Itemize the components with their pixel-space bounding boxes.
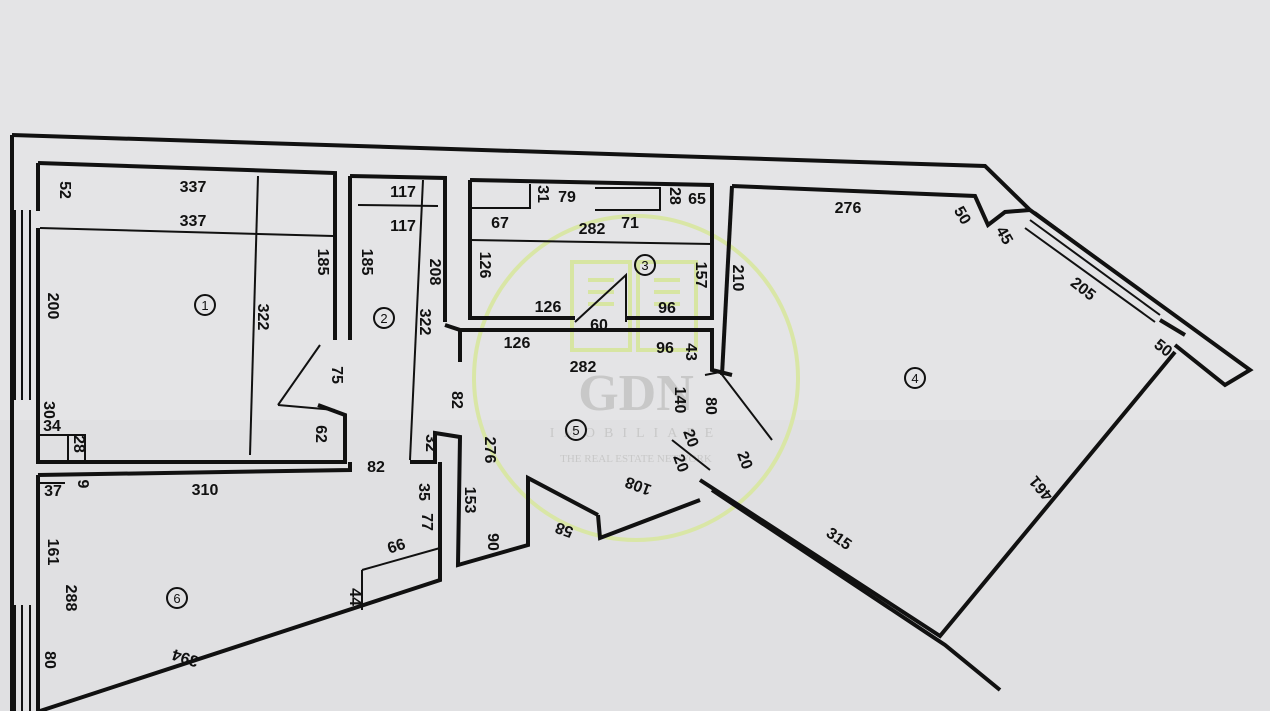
dim: 126 bbox=[504, 335, 531, 352]
dim: 82 bbox=[448, 391, 465, 409]
dim: 96 bbox=[656, 340, 674, 357]
dim: 71 bbox=[621, 215, 639, 232]
dim: 45 bbox=[992, 224, 1016, 248]
room-4-label: 4 bbox=[904, 367, 926, 389]
svg-text:5: 5 bbox=[572, 423, 579, 438]
dim: 337 bbox=[180, 179, 207, 196]
room-2-walls bbox=[348, 174, 447, 461]
dim: 43 bbox=[682, 343, 699, 361]
dim: 126 bbox=[476, 252, 493, 279]
windows bbox=[14, 210, 1166, 711]
dim: 288 bbox=[62, 585, 79, 612]
dim: 58 bbox=[553, 518, 576, 540]
dim: 20 bbox=[669, 452, 691, 475]
dim: 90 bbox=[484, 533, 501, 551]
dim: 157 bbox=[692, 262, 709, 289]
dim: 28 bbox=[70, 435, 87, 453]
room-6-label: 6 bbox=[166, 587, 188, 609]
watermark-brand: GDN bbox=[578, 365, 694, 422]
room-3-walls bbox=[468, 178, 714, 323]
dim: 337 bbox=[180, 213, 207, 230]
dim: 30 bbox=[40, 401, 57, 419]
dim: 82 bbox=[367, 459, 385, 476]
dim: 322 bbox=[416, 309, 433, 336]
dim: 20 bbox=[733, 449, 755, 472]
watermark-logo: GDN IMOBILIARE THE REAL ESTATE NETWORK bbox=[472, 214, 800, 542]
dim: 44 bbox=[346, 588, 363, 606]
room-5-label: 5 bbox=[565, 419, 587, 441]
dim: 208 bbox=[426, 259, 443, 286]
dim: 185 bbox=[358, 249, 375, 276]
dim: 20 bbox=[679, 427, 701, 450]
dim: 32 bbox=[422, 434, 439, 452]
svg-text:3: 3 bbox=[641, 258, 648, 273]
room-5-walls bbox=[410, 323, 773, 568]
dim: 153 bbox=[461, 487, 478, 514]
dim: 37 bbox=[44, 483, 62, 500]
svg-text:6: 6 bbox=[173, 591, 180, 606]
dim: 282 bbox=[579, 221, 606, 238]
dim: 62 bbox=[312, 425, 329, 443]
dim: 50 bbox=[950, 204, 974, 228]
dim: 79 bbox=[558, 189, 576, 206]
dim: 34 bbox=[43, 418, 61, 435]
dim: 28 bbox=[666, 187, 683, 205]
dim: 282 bbox=[570, 359, 597, 376]
dim: 80 bbox=[41, 651, 58, 669]
watermark-sub: IMOBILIARE bbox=[550, 426, 722, 441]
house-icon bbox=[570, 260, 698, 352]
dim: 161 bbox=[44, 539, 61, 566]
room-1-label: 1 bbox=[194, 294, 216, 316]
watermark-tagline: THE REAL ESTATE NETWORK bbox=[560, 453, 712, 465]
room-2-label: 2 bbox=[373, 307, 395, 329]
dim: 185 bbox=[314, 249, 331, 276]
dim: 96 bbox=[658, 300, 676, 317]
dim: 52 bbox=[56, 181, 73, 199]
dim: 276 bbox=[481, 437, 498, 464]
dim: 200 bbox=[44, 293, 61, 320]
svg-text:2: 2 bbox=[380, 311, 387, 326]
dim: 117 bbox=[390, 218, 416, 235]
svg-text:1: 1 bbox=[201, 298, 208, 313]
dim: 80 bbox=[702, 397, 719, 415]
room-1-walls bbox=[36, 175, 347, 464]
dim: 65 bbox=[688, 191, 706, 208]
dim: 117 bbox=[390, 184, 416, 201]
dim: 60 bbox=[590, 317, 608, 334]
dim: 210 bbox=[729, 265, 746, 292]
dim: 67 bbox=[491, 215, 509, 232]
svg-text:4: 4 bbox=[911, 371, 918, 386]
watermark-ring bbox=[472, 214, 800, 542]
dim: 310 bbox=[192, 482, 219, 499]
room-labels: 1 2 3 4 5 6 bbox=[166, 254, 926, 609]
dim: 31 bbox=[534, 185, 551, 203]
room-3-label: 3 bbox=[634, 254, 656, 276]
room-4-walls bbox=[698, 184, 1177, 692]
dim: 126 bbox=[535, 299, 562, 316]
dim: 140 bbox=[671, 387, 688, 414]
dim: 9 bbox=[74, 480, 91, 489]
paper-shade bbox=[0, 420, 1270, 711]
dim: 35 bbox=[415, 483, 432, 501]
dim: 66 bbox=[386, 536, 408, 558]
dim: 77 bbox=[418, 513, 435, 531]
room-6-walls bbox=[36, 462, 442, 711]
dim: 276 bbox=[835, 200, 862, 217]
dim: 75 bbox=[328, 366, 345, 384]
dim: 322 bbox=[254, 304, 271, 331]
